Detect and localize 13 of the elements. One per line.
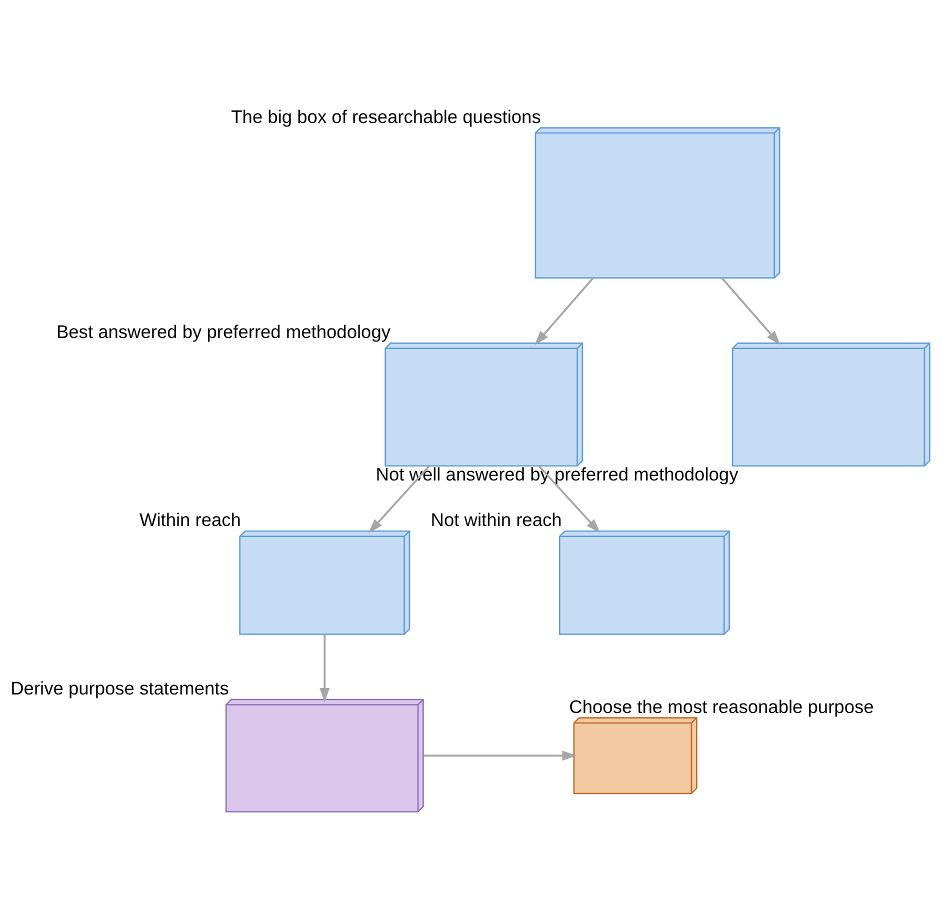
arrow bbox=[538, 466, 600, 533]
arrow bbox=[721, 278, 780, 345]
node-label: Not well answered by preferred methodology bbox=[376, 463, 738, 484]
node-label: Best answered by preferred methodology bbox=[56, 321, 391, 342]
arrow bbox=[424, 750, 577, 761]
node-label: Choose the most reasonable purpose bbox=[569, 696, 874, 717]
node-label: Within reach bbox=[139, 509, 241, 530]
arrow bbox=[368, 466, 430, 533]
node-label: The big box of researchable questions bbox=[231, 106, 541, 127]
arrow bbox=[320, 634, 330, 702]
node-label: Not within reach bbox=[430, 509, 562, 530]
node-label: Derive purpose statements bbox=[10, 678, 229, 699]
arrow bbox=[534, 278, 594, 345]
